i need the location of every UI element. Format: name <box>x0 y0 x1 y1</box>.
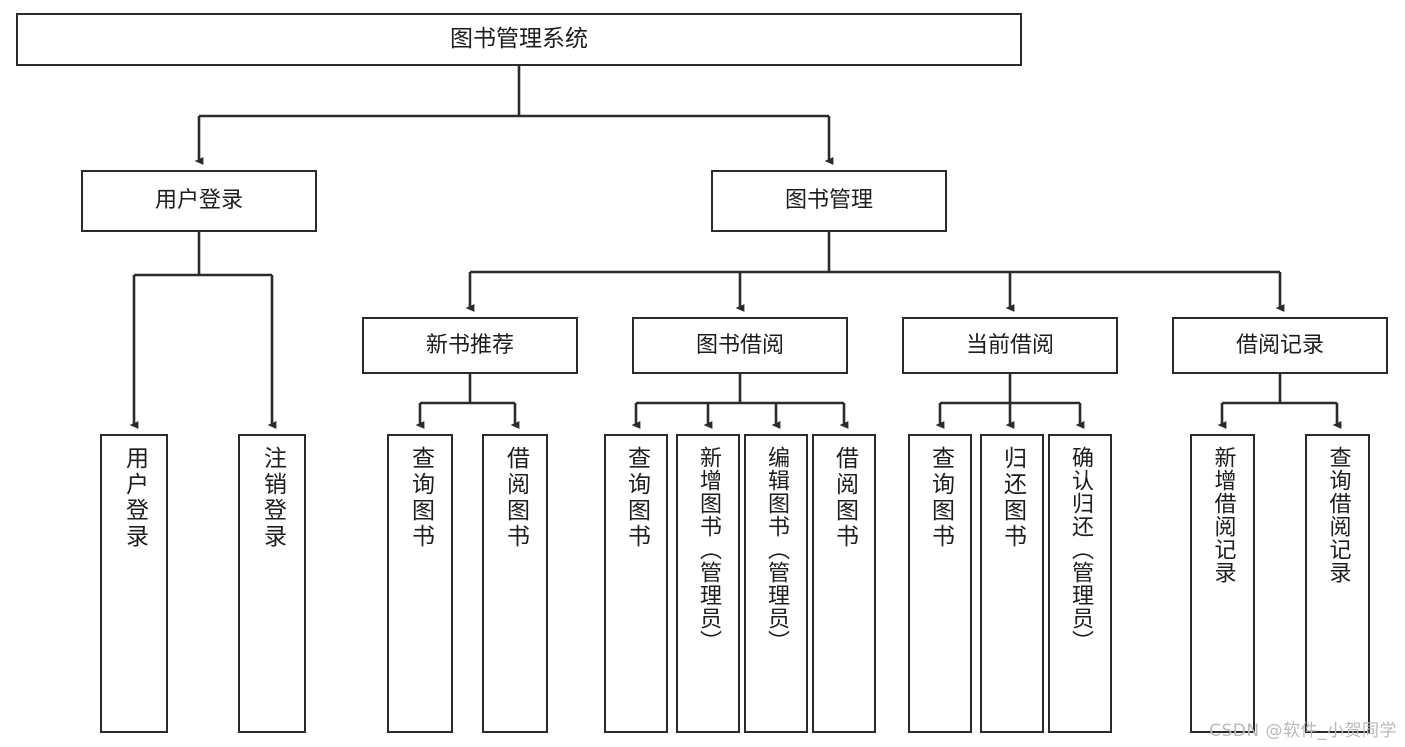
node-user-login[interactable]: 用户登录 <box>81 170 317 232</box>
leaf-borrow-borrow-book[interactable]: 借阅图书 <box>812 434 876 733</box>
leaf-record-query-record[interactable]: 查询借阅记录 <box>1305 434 1370 733</box>
node-book-borrow[interactable]: 图书借阅 <box>632 317 848 374</box>
node-root-system[interactable]: 图书管理系统 <box>16 13 1022 66</box>
leaf-label: 注销登录 <box>259 446 286 550</box>
leaf-label: 新增借阅记录 <box>1210 446 1236 584</box>
leaf-recommend-borrow-book[interactable]: 借阅图书 <box>482 434 548 733</box>
node-borrow-record[interactable]: 借阅记录 <box>1172 317 1388 374</box>
leaf-label: 确认归还（管理员） <box>1068 446 1093 653</box>
node-book-borrow-label: 图书借阅 <box>695 332 784 358</box>
node-book-management-label: 图书管理 <box>784 188 873 214</box>
leaf-label: 编辑图书（管理员） <box>764 446 789 653</box>
leaf-record-add-record[interactable]: 新增借阅记录 <box>1190 434 1255 733</box>
leaf-label: 借阅图书 <box>831 446 858 550</box>
leaf-label: 查询图书 <box>407 446 434 550</box>
leaf-user-login-signin[interactable]: 用户登录 <box>100 434 168 733</box>
node-user-login-label: 用户登录 <box>154 188 243 214</box>
leaf-label: 查询图书 <box>623 446 650 550</box>
leaf-user-login-signout[interactable]: 注销登录 <box>238 434 306 733</box>
node-borrow-record-label: 借阅记录 <box>1235 332 1324 358</box>
leaf-label: 用户登录 <box>121 446 148 550</box>
node-new-book-recommend-label: 新书推荐 <box>425 332 514 358</box>
leaf-label: 查询借阅记录 <box>1325 446 1351 584</box>
node-root-label: 图书管理系统 <box>450 26 588 53</box>
leaf-current-return-book[interactable]: 归还图书 <box>980 434 1044 733</box>
leaf-borrow-edit-book-admin[interactable]: 编辑图书（管理员） <box>744 434 808 733</box>
leaf-current-confirm-return-admin[interactable]: 确认归还（管理员） <box>1048 434 1112 733</box>
csdn-watermark: CSDN @软件_小贺同学 <box>1209 721 1397 741</box>
leaf-label: 归还图书 <box>999 446 1026 550</box>
leaf-label: 借阅图书 <box>502 446 529 550</box>
leaf-label: 查询图书 <box>927 446 954 550</box>
node-current-borrow-label: 当前借阅 <box>965 332 1054 358</box>
leaf-current-query-book[interactable]: 查询图书 <box>908 434 972 733</box>
leaf-borrow-query-book[interactable]: 查询图书 <box>604 434 668 733</box>
node-new-book-recommend[interactable]: 新书推荐 <box>362 317 578 374</box>
node-current-borrow[interactable]: 当前借阅 <box>902 317 1118 374</box>
node-book-management[interactable]: 图书管理 <box>711 170 947 232</box>
leaf-borrow-add-book-admin[interactable]: 新增图书（管理员） <box>676 434 740 733</box>
leaf-label: 新增图书（管理员） <box>696 446 721 653</box>
leaf-recommend-query-book[interactable]: 查询图书 <box>387 434 453 733</box>
